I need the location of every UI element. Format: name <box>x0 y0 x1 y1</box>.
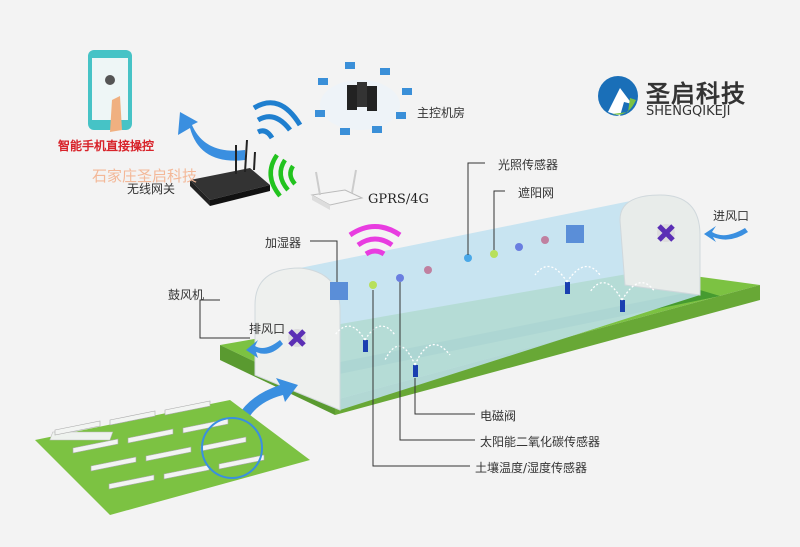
humidifier-label: 加湿器 <box>265 236 302 250</box>
humidifier-device <box>330 282 348 300</box>
air-inlet-label: 进风口 <box>713 209 750 223</box>
co2-sensor-label: 太阳能二氧化碳传感器 <box>480 435 601 449</box>
soil-sensor-label: 土壤温度/湿度传感器 <box>475 461 588 475</box>
mini-greenhouse <box>164 400 211 416</box>
mini-greenhouse <box>145 446 192 462</box>
zoom-circle <box>201 417 263 479</box>
mini-greenhouse <box>109 410 156 426</box>
zoom-arrow <box>230 378 298 440</box>
light-sensor-label: 光照传感器 <box>498 158 559 172</box>
wifi-magenta-icon <box>348 224 402 257</box>
watermark: 石家庄圣启科技 <box>92 167 198 185</box>
mini-greenhouse <box>127 428 174 444</box>
wifi-green-icon <box>268 153 297 198</box>
solenoid-valve-label: 电磁阀 <box>480 409 517 423</box>
exhaust-label: 排风口 <box>249 322 286 336</box>
mini-greenhouse <box>90 456 137 472</box>
blower-label: 鼓风机 <box>168 288 205 302</box>
gateway-label: 无线网关 <box>127 182 176 196</box>
mini-greenhouse <box>218 454 265 470</box>
server-room-icon <box>315 62 412 135</box>
mini-greenhouse <box>200 436 247 452</box>
smartphone-icon <box>88 50 132 132</box>
exhaust-arrow <box>246 340 283 358</box>
brand-pinyin: SHENGQIKEJI <box>646 104 731 119</box>
exhaust-fan-icon <box>288 329 306 347</box>
mini-greenhouse <box>72 438 119 454</box>
shade-net-label: 遮阳网 <box>518 186 555 200</box>
inlet-arrow <box>704 226 748 242</box>
mini-greenhouse <box>54 420 101 436</box>
greenhouse-field <box>35 400 310 515</box>
greenhouse-tunnel <box>255 195 700 410</box>
inlet-fan-icon <box>657 224 675 242</box>
control-room-label: 主控机房 <box>417 106 466 120</box>
wifi-blue-icon <box>252 100 303 140</box>
wireless-gateway-icon <box>190 139 270 206</box>
mini-greenhouse <box>108 474 155 490</box>
mini-greenhouse <box>163 464 210 480</box>
gprs-router-icon <box>310 169 364 210</box>
brand-logo-icon <box>598 76 638 116</box>
gprs-label: GPRS/4G <box>368 192 429 207</box>
phone-arrow <box>178 112 245 161</box>
brand-name: 圣启科技 <box>646 80 746 108</box>
phone-control-label: 智能手机直接操控 <box>58 139 155 153</box>
